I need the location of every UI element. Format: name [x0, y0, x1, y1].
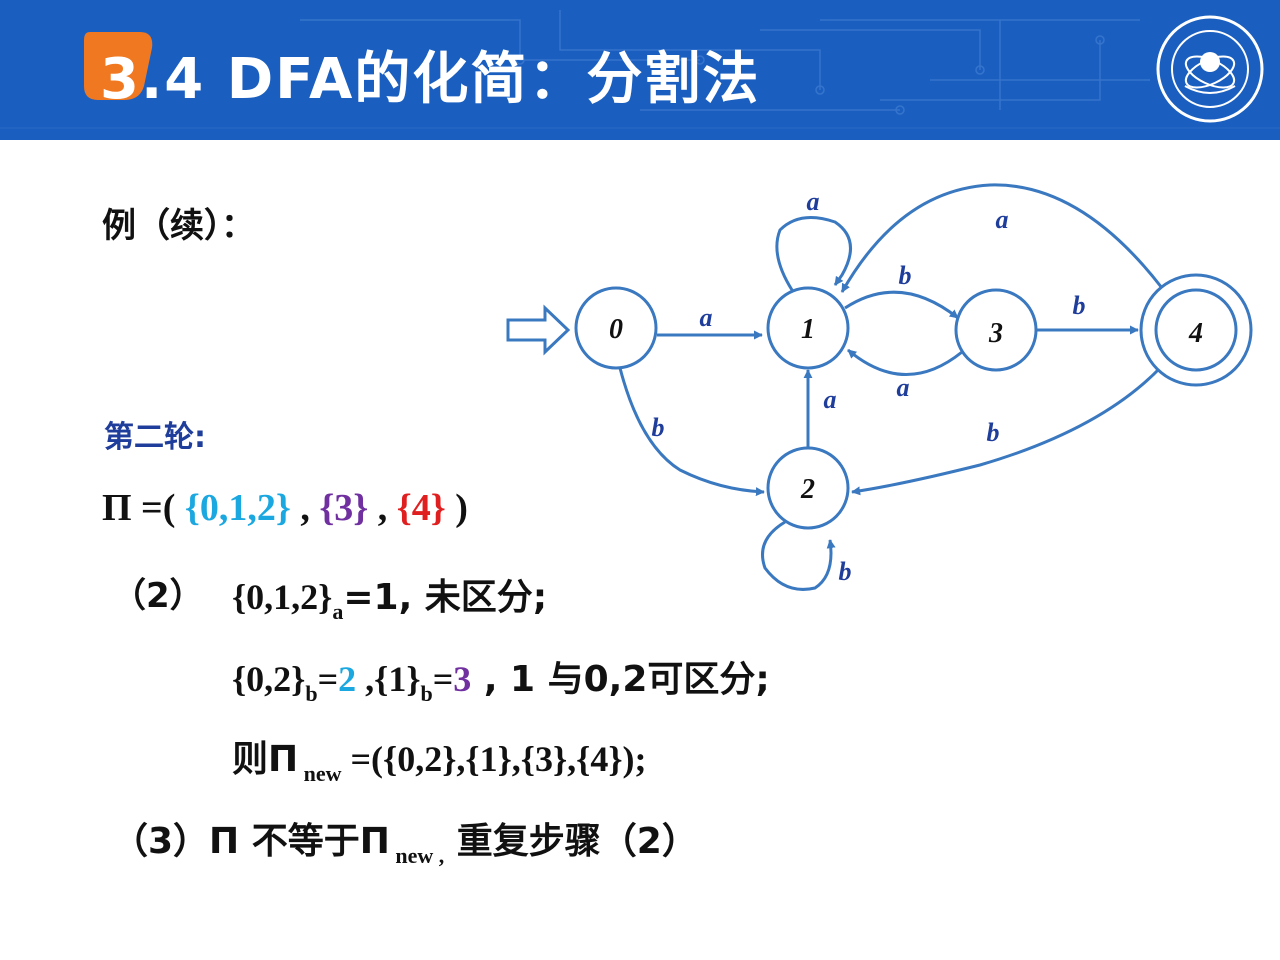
label-e34: b: [1073, 291, 1086, 320]
pi-prefix: Π =(: [102, 487, 185, 529]
round-label: 第二轮:: [104, 420, 206, 455]
label-e11: a: [807, 187, 820, 216]
set-4: {4}: [396, 487, 446, 529]
state-4-label: 4: [1188, 318, 1203, 349]
university-logo-icon: [1156, 15, 1264, 123]
sep-1: ,: [290, 487, 320, 529]
line2-rest: , 1 与0,2可区分;: [471, 659, 770, 700]
label-e42: b: [987, 418, 1000, 447]
line2-eq2: =: [432, 659, 454, 699]
section-badge: [84, 32, 153, 100]
line3-rest: =({0,2},{1},{3},{4});: [341, 739, 647, 779]
set-3: {3}: [319, 487, 369, 529]
line2-eq: =: [317, 659, 339, 699]
line2-set: {0,2}: [232, 659, 306, 699]
state-2-label: 2: [800, 474, 815, 505]
line2-sub: b: [305, 681, 318, 706]
state-3-node: [954, 288, 1038, 372]
partition-line: Π =( {0,1,2} , {3} , {4} ): [102, 486, 468, 530]
edge-3-1: [847, 348, 963, 376]
state-0-label: 0: [609, 314, 623, 345]
step2-line1: {0,1,2}a=1, 未区分;: [232, 568, 547, 625]
line1-set: {0,1,2}: [232, 577, 333, 617]
line4-sub: new ,: [389, 843, 445, 868]
state-3-label: 3: [988, 318, 1003, 349]
line1-sub: a: [332, 599, 344, 624]
label-e02: b: [652, 413, 665, 442]
label-e13: b: [899, 261, 912, 290]
line2-mid: ,{1}: [356, 659, 421, 699]
example-label: 例（续）：: [102, 206, 255, 246]
slide-header: 3.4 DFA的化简：分割法: [0, 0, 1280, 140]
step2-line2: {0,2}b=2 ,{1}b=3 , 1 与0,2可区分;: [232, 650, 770, 707]
edge-1-3: [844, 290, 959, 320]
label-e41: a: [996, 205, 1009, 234]
line2-val1: 2: [338, 659, 357, 699]
line4-prefix: （3）Π 不等于Π: [112, 821, 390, 862]
line1-rest: =1, 未区分;: [343, 577, 548, 618]
badge-shape: [84, 32, 153, 100]
slide-title: 3.4 DFA的化简：分割法: [100, 47, 761, 112]
state-0-node: [574, 286, 658, 370]
label-e01: a: [700, 303, 713, 332]
edge-0-2: [618, 367, 765, 497]
line2-val2: 3: [453, 659, 472, 699]
edge-4-1: [840, 183, 1164, 293]
state-1-node: [766, 286, 850, 370]
state-4-inner: [1154, 288, 1238, 372]
label-e21: a: [824, 385, 837, 414]
state-2-node: [766, 446, 850, 530]
label-e22: b: [839, 557, 852, 586]
line3-prefix: 则Π: [232, 739, 299, 780]
line4-rest: 重复步骤（2）: [444, 821, 698, 862]
edge-1-1: [775, 216, 852, 291]
edge-4-2: [851, 366, 1162, 496]
header-pattern: [0, 10, 1280, 129]
pi-suffix: ): [445, 487, 468, 529]
start-arrow-icon: [506, 304, 571, 356]
sep-2: ,: [368, 487, 397, 529]
step2-line3: 则Π new =({0,2},{1},{3},{4});: [232, 730, 647, 787]
edge-2-2: [761, 520, 836, 591]
line2-sub2: b: [420, 681, 433, 706]
state-1-label: 1: [801, 314, 815, 345]
step2-number: （2）: [112, 576, 204, 616]
set-012: {0,1,2}: [184, 487, 291, 529]
step3-line: （3）Π 不等于Π new , 重复步骤（2）: [112, 812, 698, 869]
line3-sub: new: [298, 761, 342, 786]
label-e31: a: [897, 373, 910, 402]
